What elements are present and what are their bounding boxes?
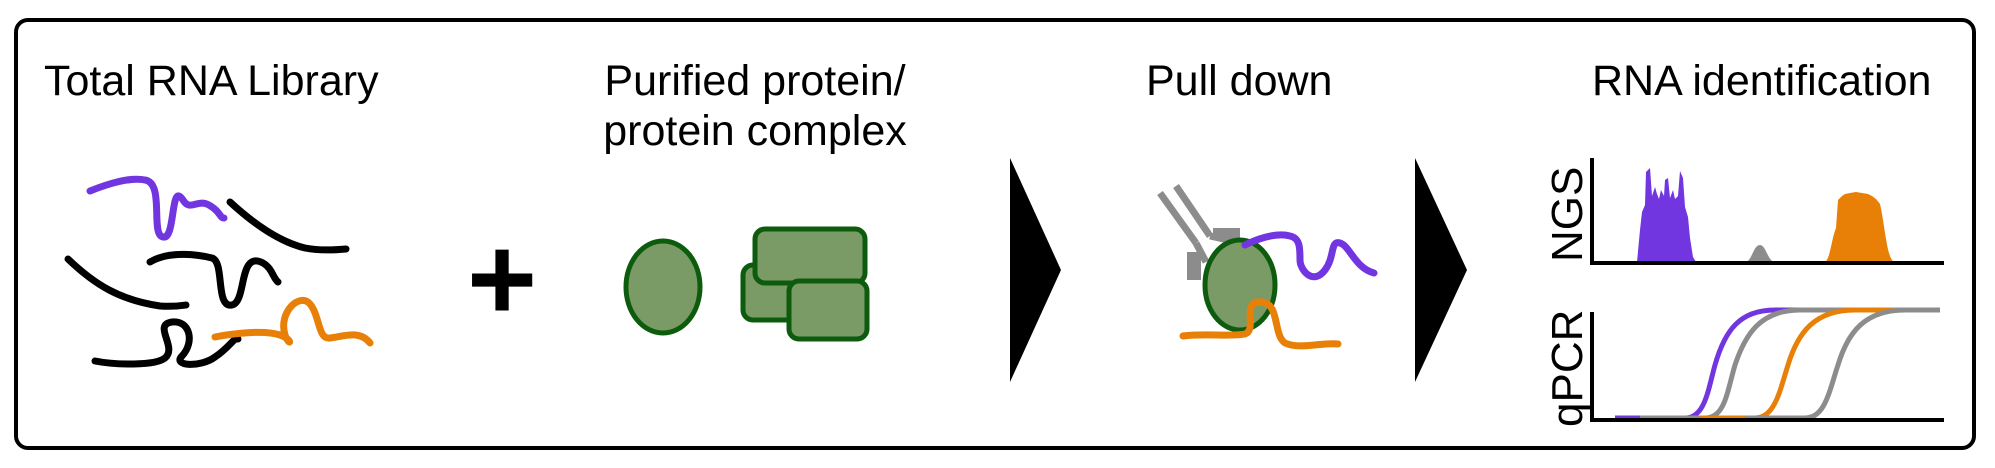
rna-strand-purple xyxy=(86,175,228,241)
ngs-plot: NGS xyxy=(1543,158,1944,265)
pull-down-title: Pull down xyxy=(1146,57,1333,105)
rna-strand-orange xyxy=(211,296,374,347)
qpcr-plot: qPCR xyxy=(1543,307,1944,427)
qpcr-axis-label: qPCR xyxy=(1543,310,1592,427)
protein-complex-block-3 xyxy=(786,278,870,342)
antibody-cap xyxy=(1213,228,1240,240)
rna-identification-title: RNA identification xyxy=(1592,57,1932,105)
pull-down-illustration xyxy=(1157,184,1378,350)
purified-protein-shapes xyxy=(623,226,870,342)
rna-library-strands xyxy=(64,175,374,368)
ngs-peak-grey xyxy=(1745,245,1775,262)
total-rna-library-title: Total RNA Library xyxy=(44,57,379,105)
ngs-axis-label: NGS xyxy=(1543,167,1592,262)
process-arrow-2 xyxy=(1415,158,1467,382)
antibody-base xyxy=(1187,252,1201,280)
rna-strand-black-3 xyxy=(146,250,282,309)
qpcr-axes xyxy=(1590,312,1944,422)
qpcr-curve-purple xyxy=(1615,307,1940,421)
rna-strand-black-4 xyxy=(91,318,242,368)
figure-frame xyxy=(14,18,1976,450)
process-arrow-1 xyxy=(1010,158,1061,382)
ngs-peak-orange xyxy=(1824,192,1895,262)
qpcr-curve-orange xyxy=(1700,307,1940,421)
bound-protein xyxy=(1202,237,1278,333)
ngs-axes xyxy=(1590,158,1944,265)
plus-sign: + xyxy=(467,212,537,346)
rna-strand-black-2 xyxy=(64,255,190,310)
bound-rna-purple xyxy=(1241,231,1378,281)
bound-rna-orange xyxy=(1179,298,1342,350)
qpcr-curve-grey-1 xyxy=(1640,307,1940,421)
protein-ellipse xyxy=(623,238,703,336)
rna-strand-black-1 xyxy=(226,198,350,254)
qpcr-curve-grey-2 xyxy=(1745,307,1940,421)
ngs-peak-purple xyxy=(1637,168,1696,262)
purified-protein-title-line2: protein complex xyxy=(603,107,907,155)
protein-complex-block-2 xyxy=(752,226,868,286)
purified-protein-title-line1: Purified protein/ xyxy=(604,57,906,105)
